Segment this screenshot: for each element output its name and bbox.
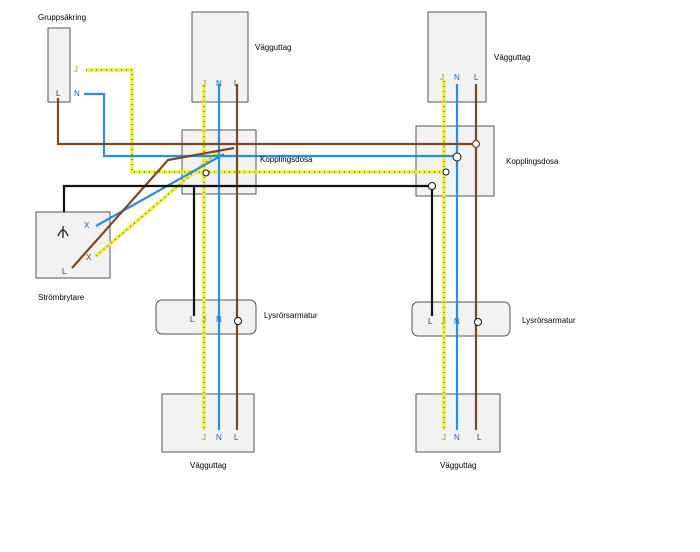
fixture-right-title: Lysrörsarmatur (522, 316, 576, 325)
fixture-right-box (411, 301, 511, 337)
outlet-top-right-terminal-n: N (454, 73, 460, 82)
outlet-bottom-left-terminal-n: N (216, 433, 222, 442)
outlet-bottom-left-terminal-l: L (234, 433, 239, 442)
outlet-top-right-terminal-l: L (474, 73, 479, 82)
outlet-top-right-terminal-j: J (440, 73, 444, 82)
switch-box (35, 211, 111, 279)
outlet-bottom-left-title: Vägguttag (190, 461, 226, 470)
outlet-bottom-right-title: Vägguttag (440, 461, 476, 470)
fixture-left-terminal-j: J (202, 315, 206, 324)
fixture-right-terminal-l: L (428, 317, 433, 326)
junction-dot-right-phase (471, 139, 481, 149)
neutral-wires (84, 84, 459, 430)
outlet-bottom-left-terminal-j: J (202, 433, 206, 442)
junction-dot-right-neutral (452, 152, 462, 162)
outlet-bottom-right-terminal-n: N (454, 433, 460, 442)
fixture-left-title: Lysrörsarmatur (264, 311, 318, 320)
fuse-terminal-l: L (56, 89, 61, 98)
switch-terminal-l: L (62, 267, 67, 276)
outlet-top-left-title: Vägguttag (255, 43, 291, 52)
switch-title: Strömbrytare (38, 293, 85, 302)
fixture-left-box (155, 299, 257, 335)
outlet-top-left-terminal-n: N (216, 79, 222, 88)
junction-dot-right-switched (428, 182, 436, 190)
fuse-terminal-j: J (74, 65, 78, 74)
switch-terminal-x1: X (84, 221, 90, 230)
earth-wires (86, 68, 446, 430)
junction-right-title: Kopplingsdosa (506, 157, 559, 166)
outlet-top-left-terminal-l: L (234, 79, 239, 88)
outlet-bottom-left-box (161, 393, 255, 453)
fuse-terminal-n: N (74, 89, 80, 98)
outlet-top-right-title: Vägguttag (494, 53, 530, 62)
outlet-bottom-right-terminal-l: L (477, 433, 482, 442)
fixture-left-terminal-n: N (216, 315, 222, 324)
junction-dot-left-earth (202, 169, 210, 177)
phase-wires (56, 84, 478, 430)
switch-terminal-x2: X (86, 253, 92, 262)
outlet-top-left-terminal-j: J (202, 79, 206, 88)
fixture-left-terminal-dot (234, 317, 242, 325)
fuse-title: Gruppsäkring (38, 13, 86, 22)
outlet-bottom-right-terminal-j: J (442, 433, 446, 442)
fixture-right-terminal-n: N (454, 317, 460, 326)
junction-dot-right-earth (442, 168, 450, 176)
fixture-left-terminal-l: L (190, 315, 195, 324)
junction-left-title: Kopplingsdosa (260, 155, 313, 164)
fixture-right-terminal-j: J (441, 317, 445, 326)
fixture-right-terminal-dot (474, 318, 482, 326)
switched-wires (62, 184, 434, 316)
